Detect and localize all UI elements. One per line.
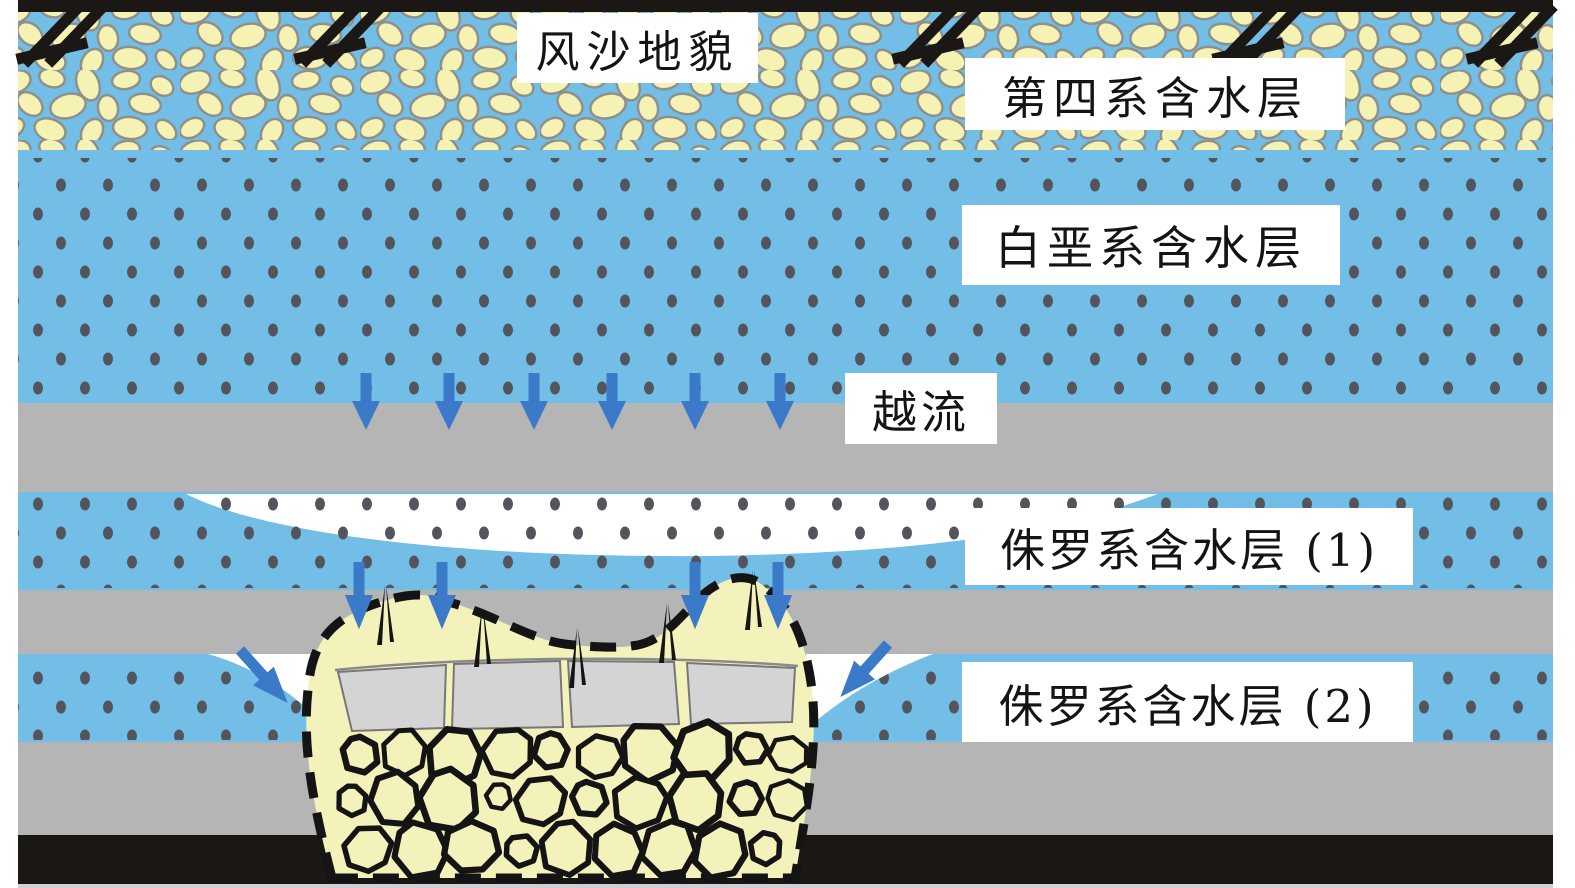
crack-icon (745, 570, 753, 630)
crack-icon (578, 628, 586, 685)
crack-icon (377, 585, 385, 645)
crack-icon (754, 570, 762, 627)
label-surface-landform: 风沙地貌 (517, 13, 758, 83)
drawdown-wedge-right (806, 654, 933, 726)
label-leakage: 越流 (845, 373, 997, 444)
roof-blocks (334, 657, 799, 733)
roof-block (450, 659, 565, 731)
roof-block (336, 663, 448, 733)
crack-icon (569, 628, 577, 688)
roof-line (334, 657, 799, 672)
roof-block (685, 661, 797, 726)
ground-surface (18, 0, 1553, 60)
crack-icon (483, 607, 491, 664)
roof-fracture-cracks (377, 570, 762, 688)
crack-icon (386, 585, 394, 642)
label-quaternary-aquifer: 第四系含水层 (965, 58, 1345, 130)
crack-icon (474, 607, 482, 667)
drawdown-wedge-left (208, 654, 330, 726)
crack-icon (659, 603, 667, 663)
label-cretaceous-aquifer: 白垩系含水层 (962, 205, 1340, 285)
crack-icon (668, 603, 676, 660)
bottom-edge-strip (18, 884, 1553, 888)
label-jurassic-aquifer-1: 侏罗系含水层 (1) (965, 508, 1413, 585)
roof-block (566, 659, 681, 729)
label-jurassic-aquifer-2: 侏罗系含水层 (2) (962, 662, 1413, 742)
goaf-caved-zone (301, 570, 819, 885)
